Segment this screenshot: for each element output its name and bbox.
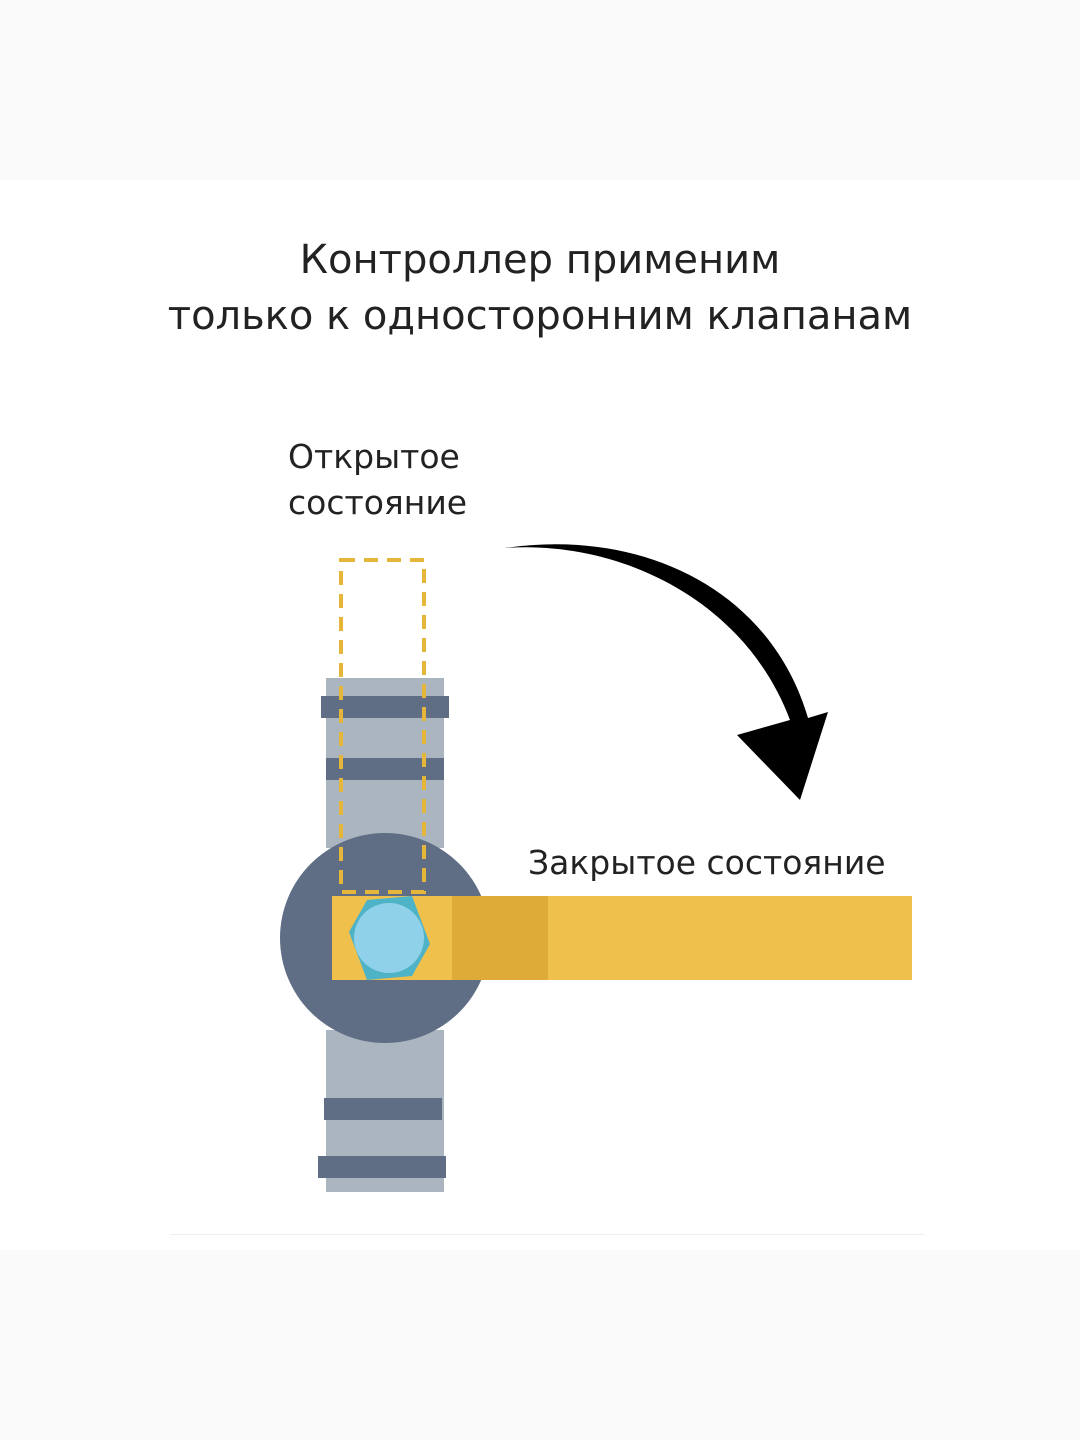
bottom-band — [0, 1250, 1080, 1440]
pipe-ring-3 — [324, 1098, 442, 1120]
closed-handle-shade — [452, 896, 548, 980]
closed-handle — [332, 896, 912, 980]
top-band — [0, 0, 1080, 180]
pipe-ring-1 — [321, 696, 449, 718]
pipe-ring-4 — [318, 1156, 446, 1178]
closed-state-label: Закрытое состояние — [528, 843, 886, 882]
open-state-label-line-1: Открытое — [288, 437, 460, 476]
title-line-2: только к односторонним клапанам — [167, 293, 913, 339]
pipe-ring-2 — [326, 758, 444, 780]
curved-arrow-icon — [505, 544, 828, 800]
open-state-label: Открытое состояние — [288, 434, 548, 526]
title-line-1: Контроллер применим — [299, 237, 781, 283]
divider — [170, 1234, 925, 1235]
open-state-label-line-2: состояние — [288, 483, 468, 522]
page-title: Контроллер применим только к односторонн… — [0, 232, 1080, 344]
nut-center — [354, 903, 424, 973]
